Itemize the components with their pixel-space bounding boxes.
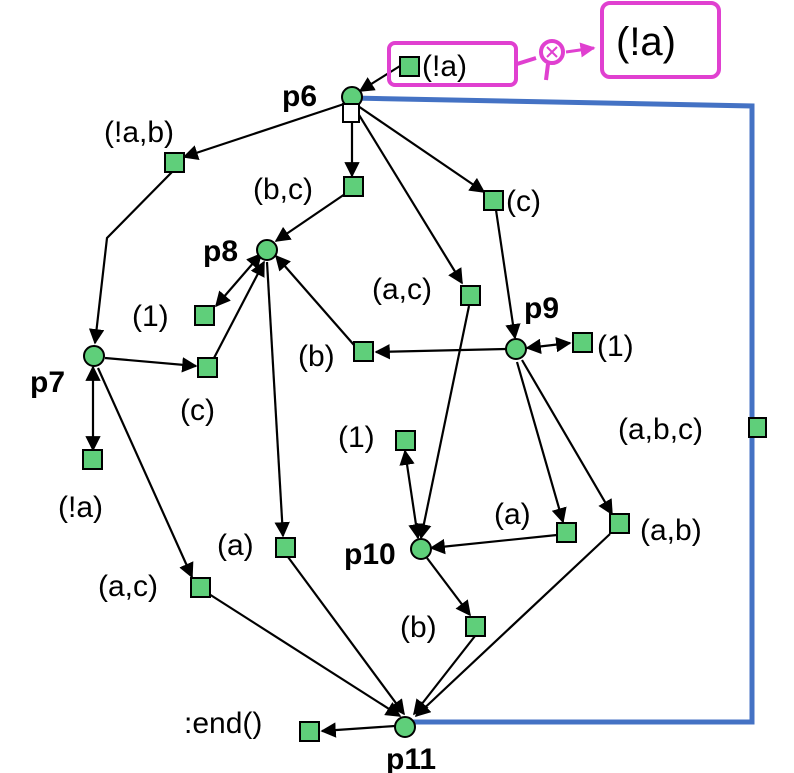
edge [88, 171, 173, 345]
magnifier-handle-icon [544, 63, 550, 81]
transition [609, 513, 630, 534]
callout-box-small [387, 41, 518, 87]
guard-label: (a) [217, 529, 254, 562]
edge [287, 556, 405, 716]
guard-label: (b) [400, 611, 437, 644]
transition [82, 449, 103, 470]
edge [426, 557, 471, 617]
guard-label: (a,c) [372, 273, 432, 306]
blue-connector-line [351, 95, 755, 725]
transition [197, 357, 218, 378]
guard-label: (a) [494, 498, 531, 531]
edge [104, 356, 198, 373]
transition [483, 190, 504, 211]
edge [416, 305, 471, 540]
transition [556, 522, 577, 543]
guard-label: (c) [506, 185, 541, 218]
edge [96, 367, 194, 579]
transition [353, 341, 374, 362]
callout-arrow-icon [565, 42, 596, 58]
transitions [82, 56, 767, 742]
transition [572, 332, 593, 353]
label-callout-small: (!a) [422, 50, 467, 83]
place-p9 [505, 338, 527, 360]
place-label-p11: p11 [386, 743, 436, 773]
guard-label: (1) [338, 421, 375, 454]
edge [374, 343, 507, 360]
transition [399, 56, 420, 77]
edge [358, 65, 401, 92]
place-p11 [394, 716, 416, 738]
guard-label: (c) [180, 394, 215, 427]
guard-label: (!a,b) [104, 116, 174, 149]
transition [164, 152, 185, 173]
label-callout-large: (!a) [616, 20, 676, 64]
guard-label: (a,c) [98, 570, 158, 603]
edge [494, 209, 521, 340]
edge [429, 533, 558, 555]
magnifier-cross-icon [546, 46, 558, 58]
transition [460, 285, 481, 306]
transition [395, 430, 416, 451]
place-label-p9: p9 [524, 292, 559, 325]
edge [521, 359, 613, 516]
place-label-p7: p7 [30, 366, 65, 399]
edge [213, 260, 265, 359]
place-label-p6: p6 [282, 80, 317, 113]
place-p8 [256, 239, 278, 261]
transition [748, 417, 767, 438]
edge [355, 109, 463, 285]
edge [399, 449, 424, 540]
edge [182, 102, 345, 160]
edge [414, 533, 611, 718]
labels: (!a) (!a) p6 p8 p7 p9 p10 p11 (!a,b) (b,… [30, 20, 703, 773]
edge [274, 254, 355, 346]
place-label-p8: p8 [203, 235, 238, 268]
edge [515, 361, 567, 524]
guard-label: (a,b,c) [618, 413, 703, 446]
callout-connector [516, 56, 537, 66]
transition [194, 305, 215, 326]
transition [342, 103, 360, 123]
edge [320, 722, 396, 738]
edges [85, 65, 613, 738]
edge [525, 336, 572, 355]
transition [465, 616, 486, 637]
transition [275, 537, 296, 558]
edge [274, 193, 346, 242]
callout-box-large [600, 1, 721, 79]
end-label: :end() [184, 707, 262, 740]
guard-label: (b) [298, 340, 335, 373]
magnifier-icon [539, 39, 565, 65]
transition [190, 577, 211, 598]
guard-label: (1) [132, 300, 169, 333]
place-p10 [410, 538, 432, 560]
guard-label: (1) [597, 330, 634, 363]
transition [299, 721, 320, 742]
transition [343, 176, 364, 197]
edge [357, 105, 486, 193]
places [83, 86, 527, 738]
place-label-p10: p10 [344, 538, 396, 571]
edge [265, 261, 290, 538]
guard-label: (!a) [58, 491, 103, 524]
guard-label: (b,c) [253, 173, 313, 206]
edge [413, 635, 476, 716]
callout-annotation [387, 1, 721, 87]
guard-label: (a,b) [640, 514, 702, 547]
edge [208, 593, 402, 717]
place-p7 [83, 345, 105, 367]
